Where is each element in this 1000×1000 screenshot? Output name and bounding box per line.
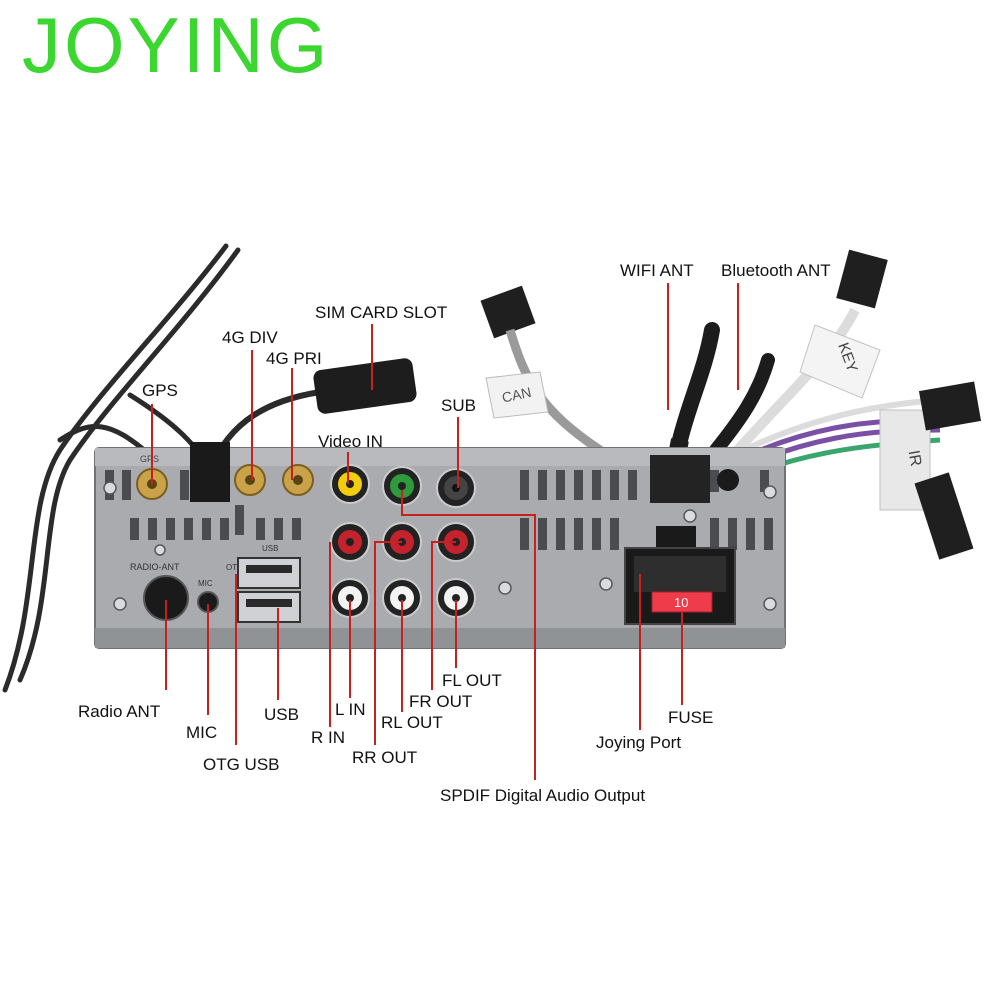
callout-mic: MIC bbox=[186, 723, 218, 742]
callout-wifi-ant: WIFI ANT bbox=[620, 261, 694, 280]
can-cable: CAN bbox=[480, 285, 668, 489]
callout-spdif: SPDIF Digital Audio Output bbox=[440, 786, 646, 805]
gps-panel-marking: GPS bbox=[140, 454, 159, 464]
4g-pri-connector bbox=[282, 464, 314, 496]
rca-spdif bbox=[382, 466, 422, 506]
callout-otg-usb: OTG USB bbox=[203, 755, 280, 774]
svg-text:RADIO-ANT: RADIO-ANT bbox=[130, 562, 180, 572]
rca-white-row bbox=[330, 578, 476, 618]
rca-video-in bbox=[330, 464, 370, 504]
key-cable: KEY bbox=[716, 249, 888, 474]
ir-sensor-port bbox=[717, 469, 739, 491]
rca-sub bbox=[436, 468, 476, 508]
callout-sim-card-slot: SIM CARD SLOT bbox=[315, 303, 448, 322]
ir-tag: IR bbox=[879, 381, 982, 560]
wire-hub bbox=[650, 455, 710, 503]
vent-slots bbox=[105, 470, 773, 550]
callout-l-in: L IN bbox=[335, 700, 366, 719]
callout-bluetooth-ant: Bluetooth ANT bbox=[721, 261, 831, 280]
usb-ports: USB OTG bbox=[226, 544, 301, 623]
brand-logo: JOYING bbox=[22, 1, 331, 89]
callout-video-in: Video IN bbox=[318, 432, 383, 451]
gps-cable bbox=[2, 243, 241, 693]
callout-4g-pri: 4G PRI bbox=[266, 349, 322, 368]
callout-radio-ant: Radio ANT bbox=[78, 702, 161, 721]
callout-fr-out: FR OUT bbox=[409, 692, 473, 711]
callout-fl-out: FL OUT bbox=[442, 671, 502, 690]
svg-text:MIC: MIC bbox=[198, 579, 213, 588]
svg-text:10: 10 bbox=[674, 595, 688, 610]
screws bbox=[103, 481, 777, 611]
callout-r-in: R IN bbox=[311, 728, 345, 747]
fuse: 10 bbox=[651, 591, 713, 613]
callout-fuse: FUSE bbox=[668, 708, 714, 727]
svg-text:IR: IR bbox=[905, 449, 925, 468]
can-tag: CAN bbox=[500, 384, 532, 406]
callout-joying-port: Joying Port bbox=[596, 733, 682, 752]
svg-text:OTG: OTG bbox=[226, 563, 243, 572]
callout-usb: USB bbox=[264, 705, 299, 724]
svg-text:USB: USB bbox=[262, 544, 278, 553]
4g-div-connector bbox=[234, 464, 266, 496]
callout-4g-div: 4G DIV bbox=[222, 328, 278, 347]
callout-gps: GPS bbox=[142, 381, 178, 400]
callout-rr-out: RR OUT bbox=[352, 748, 418, 767]
callout-rl-out: RL OUT bbox=[381, 713, 443, 732]
callout-sub: SUB bbox=[441, 396, 476, 415]
bluetooth-antenna bbox=[709, 353, 775, 457]
sim-card-slot bbox=[190, 442, 230, 502]
callout-lines bbox=[151, 283, 739, 780]
